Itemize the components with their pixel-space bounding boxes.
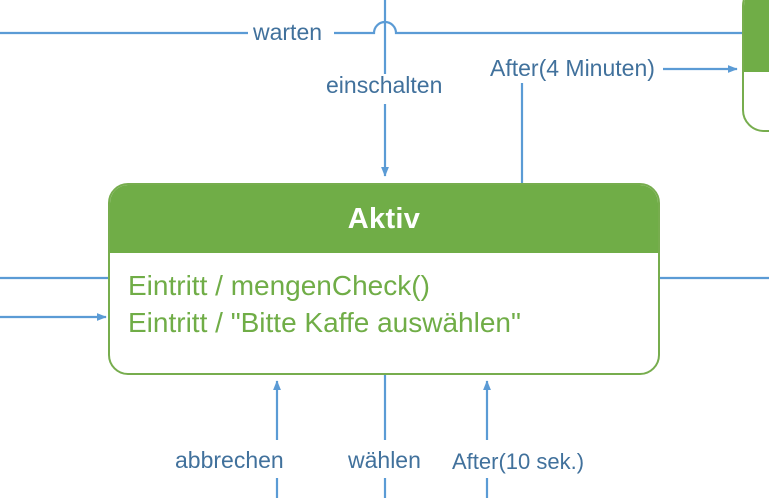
state-box-aktiv[interactable]: Aktiv Eintritt / mengenCheck() Eintritt … [108,183,660,375]
transition-label-after-10-sek: After(10 sek.) [449,451,588,473]
state-activity-line-entry-mengencheck: Eintritt / mengenCheck() [128,270,430,301]
transition-label-warten: warten [250,21,326,44]
transition-label-einschalten: einschalten [323,74,446,97]
transition-label-waehlen: wählen [345,449,424,472]
state-body-aktiv: Eintritt / mengenCheck() Eintritt / "Bit… [110,253,658,341]
transition-label-abbrechen: abbrechen [172,449,287,472]
transition-label-after-4-minuten: After(4 Minuten) [487,57,658,80]
state-activity-line-entry-message: Eintritt / "Bitte Kaffe auswählen" [128,307,521,339]
state-header-right-partial [744,0,769,72]
transition-line-warten-right [334,20,769,35]
state-title-aktiv: Aktiv [347,202,421,235]
state-box-right-partial[interactable] [742,0,769,132]
state-header-aktiv: Aktiv [110,185,658,253]
